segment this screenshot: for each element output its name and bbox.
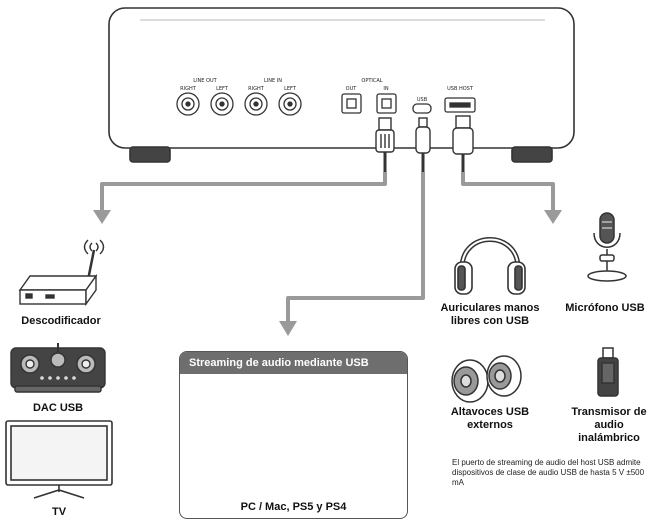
streaming-box: Streaming de audio mediante USB <box>179 351 408 519</box>
line-in-label: LINE IN <box>264 78 282 84</box>
usb-host-footnote: El puerto de streaming de audio del host… <box>452 458 645 487</box>
dac-icon <box>10 343 106 393</box>
tv-label: TV <box>51 506 67 518</box>
right-label: RIGHT <box>248 86 265 92</box>
tv-icon <box>5 420 113 499</box>
right-label: RIGHT <box>180 86 197 92</box>
left-label: LEFT <box>216 86 229 92</box>
dac-label: DAC USB <box>32 402 84 414</box>
usb-label: USB <box>417 97 428 103</box>
transmitter-label: Transmisor de audio inalámbrico <box>571 406 647 444</box>
microphone-icon <box>587 212 627 282</box>
streaming-title: Streaming de audio mediante USB <box>180 352 407 374</box>
usb-c-cable <box>415 117 431 172</box>
usb-a-cable <box>452 115 474 172</box>
optical-cable <box>375 117 395 172</box>
optical-label: OPTICAL <box>361 78 382 84</box>
usb-ports <box>412 97 476 114</box>
streaming-devices-label: PC / Mac, PS5 y PS4 <box>240 501 347 513</box>
speakers-label: Altavoces USB externos <box>450 406 530 431</box>
rca-jacks <box>176 92 302 116</box>
connection-arrows <box>100 172 555 323</box>
decoder-label: Descodificador <box>21 315 101 327</box>
device-back-panel <box>108 7 575 163</box>
microphone-label: Micrófono USB <box>565 302 645 314</box>
optical-ports <box>341 93 397 114</box>
optical-in-label: IN <box>383 86 388 92</box>
arrow-heads <box>93 210 562 336</box>
usb-host-label: USB HOST <box>447 86 474 92</box>
transmitter-icon <box>597 347 619 397</box>
headphones-label: Auriculares manos libres con USB <box>440 302 540 327</box>
line-out-label: LINE OUT <box>193 78 217 84</box>
headphones-icon <box>454 237 526 295</box>
optical-out-label: OUT <box>346 86 358 92</box>
left-label: LEFT <box>284 86 297 92</box>
speakers-icon <box>451 355 522 403</box>
decoder-icon <box>18 239 105 307</box>
